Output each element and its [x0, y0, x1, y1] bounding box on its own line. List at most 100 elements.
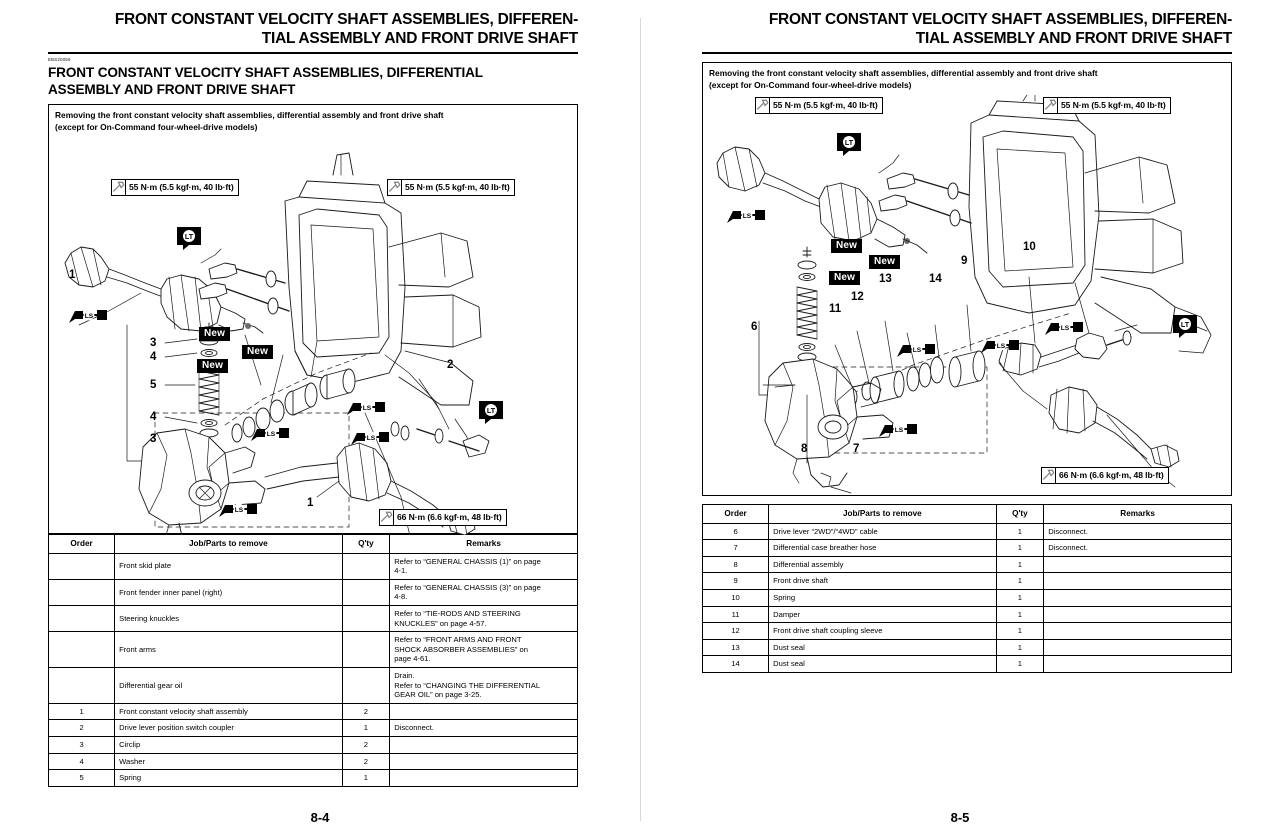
cell-qty: 1 — [995, 572, 1045, 590]
svg-text:LS: LS — [363, 405, 372, 412]
cell-remarks — [1043, 638, 1232, 657]
cell-remarks — [1043, 572, 1232, 590]
figure-caption-left: Removing the front constant velocity sha… — [49, 105, 577, 137]
table-header-row: Order Job/Parts to remove Q'ty Remarks — [701, 504, 1232, 524]
running-head-left: FRONT CONSTANT VELOCITY SHAFT ASSEMBLIES… — [48, 10, 578, 48]
cell-job: Steering knuckles — [114, 604, 343, 633]
cell-remarks — [389, 702, 578, 721]
callout-number-9: 9 — [961, 255, 968, 267]
torque-callout-text: 55 N·m (5.5 kgf·m, 40 lb·ft) — [129, 182, 234, 192]
cell-job: Front drive shaft coupling sleeve — [768, 622, 997, 640]
column-header-job: Job/Parts to remove — [114, 534, 343, 554]
wrench-icon — [388, 180, 402, 195]
remark-line: 4-1. — [394, 566, 408, 576]
page-number-right: 8-5 — [950, 810, 970, 825]
cell-order — [47, 578, 116, 606]
lube-badge-ls: LS — [725, 205, 769, 225]
cell-remarks — [389, 752, 578, 771]
remark-line: 4-8. — [394, 592, 408, 602]
page-right: FRONT CONSTANT VELOCITY SHAFT ASSEMBLIES… — [640, 0, 1280, 839]
lube-badge-lt: LT — [1171, 313, 1201, 339]
parts-table-right: Order Job/Parts to remove Q'ty Remarks 6… — [701, 504, 1232, 673]
cell-qty: 1 — [341, 719, 391, 737]
wrench-icon — [112, 180, 126, 195]
cell-job: Differential assembly — [768, 555, 997, 574]
remark-line: Refer to “CHANGING THE DIFFERENTIAL — [394, 680, 541, 690]
page-number-left: 8-4 — [310, 810, 330, 825]
cell-remarks: Disconnect. — [1043, 539, 1232, 557]
lube-badge-ls: LS — [979, 335, 1023, 355]
callout-number-1: 1 — [69, 269, 76, 281]
figure-box-left: Removing the front constant velocity sha… — [48, 104, 578, 535]
callout-number-12: 12 — [851, 291, 864, 303]
remark-line: Drain. — [394, 670, 415, 680]
cell-qty: 1 — [995, 588, 1045, 607]
page-left: FRONT CONSTANT VELOCITY SHAFT ASSEMBLIES… — [47, 10, 578, 825]
column-header-remarks: Remarks — [1043, 504, 1232, 524]
cell-qty — [341, 552, 391, 580]
cell-job: Drive lever position switch coupler — [114, 719, 343, 737]
document-code: EBS20059 — [48, 57, 71, 62]
cell-order: 7 — [701, 539, 770, 557]
torque-callout-text: 55 N·m (5.5 kgf·m, 40 lb·ft) — [405, 182, 510, 192]
cell-qty — [341, 578, 391, 606]
running-head-rule — [48, 52, 578, 54]
lube-badge-lt: LT — [477, 399, 507, 425]
cell-order: 3 — [47, 735, 116, 754]
wrench-icon — [1044, 98, 1058, 113]
callout-number-13: 13 — [879, 273, 892, 285]
page-gutter-divider — [640, 18, 641, 821]
new-part-tag: New — [831, 239, 863, 253]
cell-qty: 1 — [995, 655, 1045, 673]
remark-line: Disconnect. — [1048, 526, 1088, 536]
diagram-artwork-left — [64, 152, 490, 535]
cell-remarks — [1043, 622, 1232, 640]
torque-callout-55-left-a: 55 N·m (5.5 kgf·m, 40 lb·ft) — [111, 179, 239, 196]
cell-order: 1 — [47, 702, 116, 721]
column-header-order: Order — [47, 534, 116, 554]
cell-qty: 2 — [341, 752, 391, 771]
table-header-row: Order Job/Parts to remove Q'ty Remarks — [47, 534, 578, 554]
svg-text:LT: LT — [1181, 320, 1190, 329]
cell-qty: 1 — [995, 522, 1045, 541]
cell-job: Front arms — [114, 631, 343, 668]
lube-badge-ls: LS — [217, 499, 261, 519]
remark-line: SHOCK ABSORBER ASSEMBLIES” on — [394, 644, 528, 654]
svg-text:LS: LS — [367, 435, 376, 442]
cell-qty: 2 — [341, 735, 391, 754]
cell-order: 9 — [701, 572, 770, 590]
svg-text:LS: LS — [743, 213, 752, 220]
cell-job: Drive lever “2WD”/“4WD” cable — [768, 522, 997, 541]
remark-line: Refer to “TIE-RODS AND STEERING — [394, 608, 521, 618]
remark-line: Disconnect. — [1048, 543, 1088, 553]
lube-badge-ls: LS — [249, 423, 293, 443]
svg-text:LS: LS — [267, 431, 276, 438]
running-head-rule — [702, 52, 1232, 54]
column-header-order: Order — [701, 504, 770, 524]
cell-remarks — [1043, 655, 1232, 673]
callout-number-2: 2 — [447, 359, 454, 371]
cell-order: 8 — [701, 555, 770, 574]
wrench-icon — [380, 510, 394, 525]
cell-qty: 2 — [341, 702, 391, 721]
cell-job: Dust seal — [768, 638, 997, 657]
lube-badge-ls: LS — [895, 339, 939, 359]
remark-line: GEAR OIL” on page 3-25. — [394, 690, 482, 700]
figure-caption-line2: (except for On-Command four-wheel-drive … — [709, 79, 912, 90]
cell-job: Damper — [768, 605, 997, 624]
cell-job: Spring — [114, 769, 343, 787]
wrench-icon — [756, 98, 770, 113]
cell-job: Front drive shaft — [768, 572, 997, 590]
cell-order: 2 — [47, 719, 116, 737]
cell-remarks — [389, 735, 578, 754]
cell-order: 12 — [701, 622, 770, 640]
cell-job: Spring — [768, 588, 997, 607]
remark-line: Disconnect. — [394, 723, 434, 733]
cell-qty — [341, 631, 391, 668]
